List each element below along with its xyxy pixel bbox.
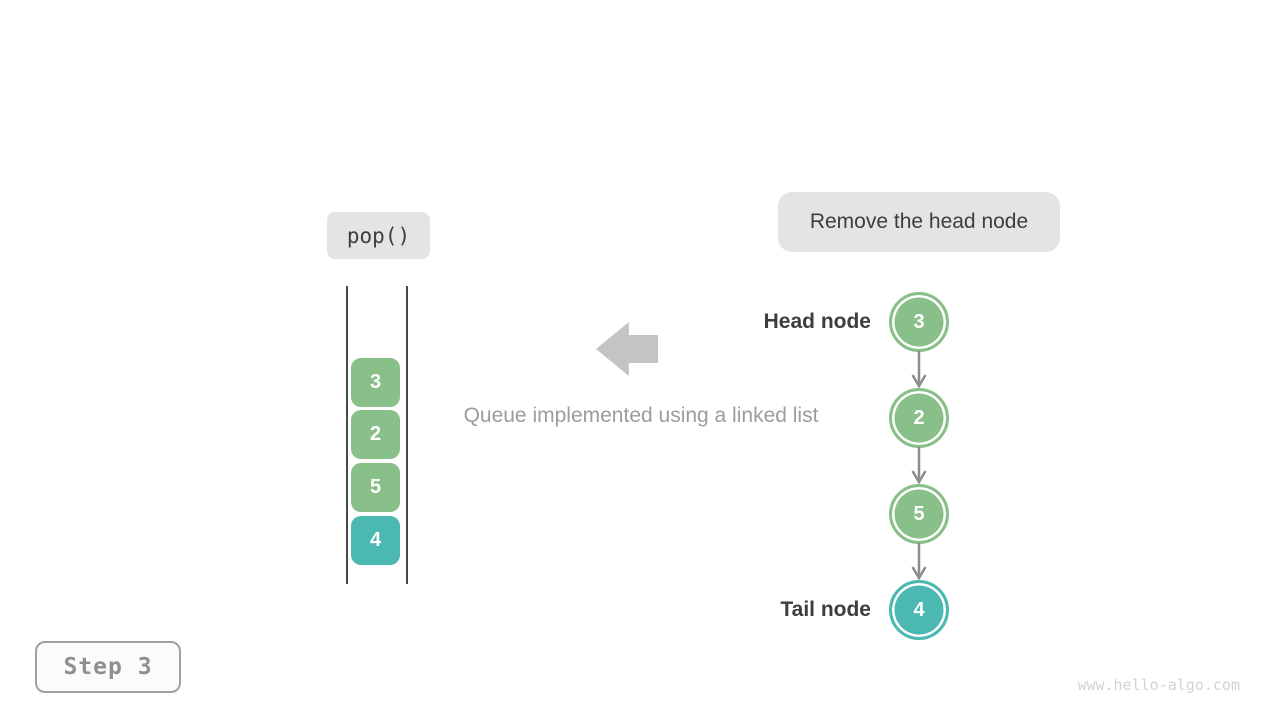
annotation-label: Remove the head node — [778, 192, 1060, 252]
caption-text: Queue implemented using a linked list — [463, 404, 819, 427]
list-node: 5 — [889, 484, 949, 544]
watermark-text: www.hello-algo.com — [1077, 676, 1240, 694]
list-node: 2 — [889, 388, 949, 448]
step-badge: Step 3 — [35, 641, 181, 693]
left-block-arrow-icon — [596, 322, 658, 376]
pop-operation-label: pop() — [327, 212, 430, 259]
tail-node-label: Tail node — [780, 598, 871, 621]
queue-item: 3 — [351, 358, 400, 407]
queue-wall-right — [406, 286, 408, 584]
queue-item: 4 — [351, 516, 400, 565]
arrow-down-icon — [911, 543, 927, 581]
list-node: 4 — [889, 580, 949, 640]
head-node-label: Head node — [763, 310, 871, 333]
arrow-down-icon — [911, 447, 927, 485]
arrow-down-icon — [911, 351, 927, 389]
queue-item: 2 — [351, 410, 400, 459]
list-node: 3 — [889, 292, 949, 352]
queue-item: 5 — [351, 463, 400, 512]
queue-wall-left — [346, 286, 348, 584]
